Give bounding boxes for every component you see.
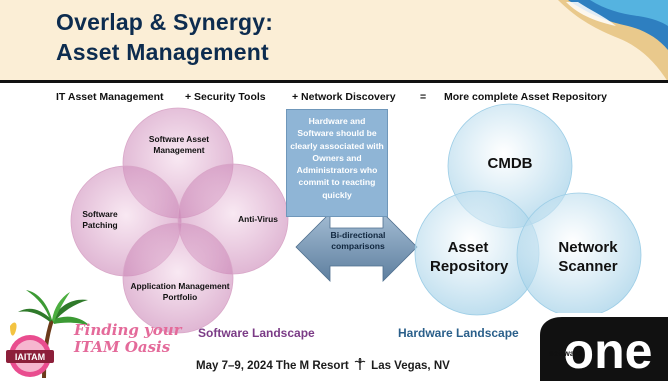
itam-label: IT Asset Management <box>56 91 164 103</box>
tagline-line-1: Finding your <box>74 321 182 339</box>
header-divider <box>0 80 668 83</box>
ownership-callout: Hardware and Software should be clearly … <box>286 109 388 217</box>
header-band <box>0 0 668 82</box>
slide-title: Overlap & Synergy: Asset Management <box>56 7 273 67</box>
security-tools-label: + Security Tools <box>185 91 266 103</box>
result-label: More complete Asset Repository <box>444 91 607 103</box>
circle-application-management-portfolio <box>122 222 234 334</box>
sponsor-small-text: software <box>549 349 582 358</box>
title-line-1: Overlap & Synergy: <box>56 9 274 35</box>
label-asset-repository: Asset Repository <box>430 239 509 275</box>
label-cmdb: CMDB <box>487 155 533 172</box>
bidirectional-label: Bi-directional comparisons <box>330 230 386 251</box>
label-application-management-portfolio: Application Management Portfolio <box>130 281 230 302</box>
oasis-tagline: Finding your ITAM Oasis <box>74 322 182 356</box>
label-anti-virus: Anti-Virus <box>238 214 278 224</box>
hardware-landscape-label: Hardware Landscape <box>398 326 519 340</box>
network-discovery-label: + Network Discovery <box>292 91 396 103</box>
equation-row: IT Asset Management + Security Tools + N… <box>0 91 668 107</box>
label-software-asset-management: Software Asset Management <box>148 134 210 155</box>
event-location: Las Vegas, NV <box>371 360 450 372</box>
iaitam-badge-text: IAITAM <box>15 352 45 362</box>
itam-oasis-logo: IAITAM <box>6 290 90 379</box>
sponsor-big-text: one <box>564 323 653 379</box>
tagline-line-2: ITAM Oasis <box>74 338 171 356</box>
equals-sign: = <box>420 91 427 103</box>
label-software-patching: Software Patching <box>82 209 118 230</box>
palm-icon <box>354 357 366 370</box>
beach-wave-decoration <box>558 0 668 82</box>
event-footer: May 7–9, 2024 The M Resort Las Vegas, NV <box>196 357 450 372</box>
event-dates-venue: May 7–9, 2024 The M Resort <box>196 360 349 372</box>
title-line-2: Asset Management <box>56 39 269 65</box>
softwareone-logo: one software <box>540 313 668 381</box>
software-landscape-label: Software Landscape <box>198 326 315 340</box>
label-network-scanner: Network Scanner <box>558 239 618 275</box>
